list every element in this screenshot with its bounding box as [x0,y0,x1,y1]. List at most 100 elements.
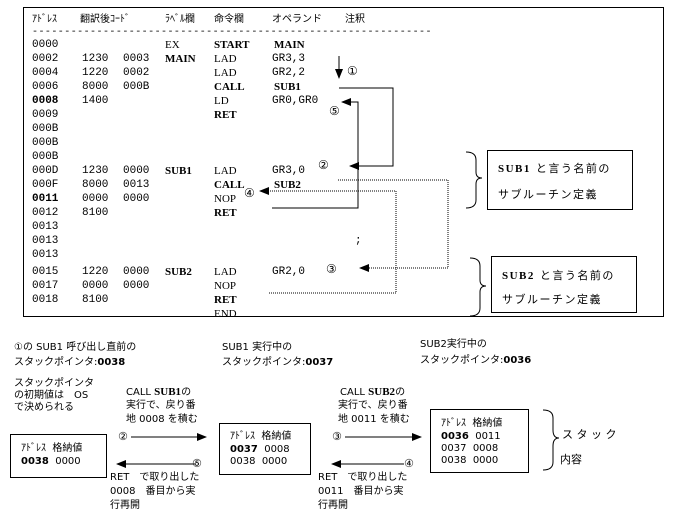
stack2-header: ｱﾄﾞﾚｽ 格納値 [230,431,291,443]
state3-caption2: スタックポインタ:0036 [420,355,531,367]
pop2-line3: 行再開 [318,500,348,511]
stack3-row-0: 0036 0011 [441,431,501,443]
brace-stack [542,409,560,471]
row-address: 000B [32,137,59,149]
stack3-value-0: 0011 [475,431,501,442]
row-operand: ; [355,235,362,247]
stack-label-1: ス タ ッ ク [562,428,617,441]
state2-caption2: スタックポインタ:0037 [222,357,333,369]
row-address: 000B [32,151,59,163]
callout-sub1-line2: サブルーチン定義 [498,188,598,201]
row-code-2: 0003 [123,53,150,65]
stack3-value-2: 0000 [472,455,499,466]
row-instruction: RET [214,109,237,121]
header-separator: ----------------------------------------… [32,27,432,38]
row-address: 000F [32,179,59,191]
marker-3: ③ [326,262,337,276]
stack3-value-1: 0008 [472,443,499,454]
callout-sub1-name: SUB1 [498,163,531,175]
state1-caption1: ①の SUB1 呼び出し直前の [14,342,137,353]
row-code-1: 0000 [82,193,109,205]
stack-box-3: ｱﾄﾞﾚｽ 格納値 0036 0011 0037 0008 0038 0000 [430,409,529,473]
callout-sub2-line2: サブルーチン定義 [502,293,602,306]
row-code-2: 0000 [123,280,150,292]
pop2-marker: ④ [404,457,414,470]
stack2-row-0: 0037 0008 [230,444,290,456]
push1-line2: 実行で、戻り番 [126,400,196,411]
row-code-1: 0000 [82,280,109,292]
callout-sub2-name: SUB2 [502,270,535,282]
row-address: 0013 [32,249,59,261]
pop2-line2: 0011 番目から実 [318,486,404,497]
push2-line1: CALL SUB2の [340,386,405,399]
stack2-value-1: 0000 [261,456,288,467]
stack3-row-1: 0037 0008 [441,443,498,455]
state1-sp-label: スタックポインタ: [14,357,98,368]
row-instruction: LAD [214,165,237,177]
pop1-line2: 0008 番目から実 [110,486,196,497]
row-instruction: RET [214,294,237,306]
stack3-addr-1: 0037 [441,443,467,454]
stack2-value-0: 0008 [264,444,290,455]
row-label: MAIN [165,53,196,65]
initial-sp-note-1: スタックポインタ [14,378,94,389]
stack2-row-1: 0038 0000 [230,456,287,468]
stack3-header: ｱﾄﾞﾚｽ 格納値 [441,418,502,430]
push2-line2: 実行で、戻り番 [338,400,408,411]
row-operand: GR3,3 [272,53,306,65]
row-code-1: 8100 [82,207,109,219]
state3-sp-value: 0036 [503,355,532,366]
row-address: 0008 [32,95,59,107]
stack3-addr-0: 0036 [441,431,469,442]
marker-5: ⑤ [329,104,340,118]
stack2-header-value: 格納値 [261,431,292,442]
stack-box-1: ｱﾄﾞﾚｽ 格納値 0038 0000 [10,434,107,478]
state2-caption1: SUB1 実行中の [222,342,293,353]
push2-sub: SUB2 [368,386,396,398]
row-operand: SUB1 [274,81,301,93]
row-address: 0000 [32,39,59,51]
push1-marker: ② [118,430,128,443]
stack1-value-0: 0000 [55,456,81,467]
row-address: 0015 [32,266,59,278]
header-code: 翻訳後ｺｰﾄﾞ [80,14,130,25]
pop1-line1: RET で取り出した [110,472,200,483]
stack2-header-addr: ｱﾄﾞﾚｽ [230,431,255,442]
row-address: 0004 [32,67,59,79]
stack3-header-addr: ｱﾄﾞﾚｽ [441,418,466,429]
row-instruction: NOP [214,193,237,205]
push2-suffix: の [395,387,406,398]
header-operand: オペランド [272,14,322,25]
row-label: EX [165,39,180,51]
row-address: 0006 [32,81,59,93]
row-operand: MAIN [274,39,305,51]
row-address: 0011 [32,193,59,205]
stack1-addr-0: 0038 [21,456,49,467]
row-code-2: 0000 [123,266,150,278]
push2-prefix: CALL [340,387,369,398]
row-code-2: 0000 [123,193,150,205]
row-label: SUB2 [165,266,192,278]
row-address: 0002 [32,53,59,65]
push1-line3: 地 0008 を積む [126,414,198,425]
row-instruction: LAD [214,266,237,278]
row-address: 0013 [32,221,59,233]
row-operand: GR2,0 [272,266,306,278]
stack2-addr-0: 0037 [230,444,258,455]
header-label: ﾗﾍﾞﾙ欄 [165,14,195,25]
row-code-2: 0002 [123,67,150,79]
row-address: 000D [32,165,59,177]
row-code-1: 1230 [82,53,109,65]
row-instruction: NOP [214,280,237,292]
pop1-line3: 行再開 [110,500,140,511]
row-code-1: 1220 [82,67,109,79]
stack1-header: ｱﾄﾞﾚｽ 格納値 [21,443,82,455]
row-instruction: CALL [214,179,245,191]
row-address: 0013 [32,235,59,247]
row-address: 000B [32,123,59,135]
stack1-header-addr: ｱﾄﾞﾚｽ [21,443,46,454]
marker-4: ④ [244,186,255,200]
row-address: 0018 [32,294,59,306]
row-code-1: 8000 [82,179,109,191]
row-operand: GR0,GR0 [272,95,319,107]
